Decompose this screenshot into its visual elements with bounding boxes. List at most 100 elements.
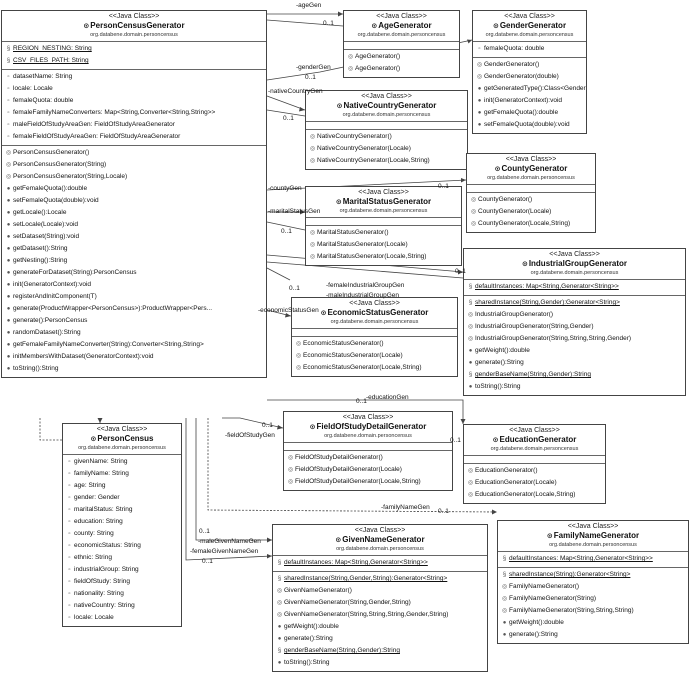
method-row[interactable]: ◎EconomicStatusGenerator(Locale) bbox=[292, 350, 457, 362]
field-row[interactable]: ▫industrialGroup: String bbox=[63, 564, 181, 576]
field-row[interactable]: §CSV_FILES_PATH: String bbox=[2, 55, 266, 67]
method-row[interactable]: ◎EconomicStatusGenerator(Locale,String) bbox=[292, 362, 457, 374]
method-row[interactable]: ●getWeight():double bbox=[273, 621, 487, 633]
method-row[interactable]: ◎NativeCountryGenerator() bbox=[306, 131, 467, 143]
method-row[interactable]: ◎GivenNameGenerator() bbox=[273, 585, 487, 597]
method-row[interactable]: ◎MaritalStatusGenerator() bbox=[306, 227, 461, 239]
method-row[interactable]: ◎PersonCensusGenerator(String,Locale) bbox=[2, 171, 266, 183]
field-row[interactable]: ▫age: String bbox=[63, 480, 181, 492]
method-row[interactable]: ●init(GeneratorContext):void bbox=[2, 279, 266, 291]
field-row[interactable]: ▫nativeCountry: String bbox=[63, 600, 181, 612]
method-row[interactable]: ●toString():String bbox=[2, 363, 266, 375]
method-row[interactable]: ◎NativeCountryGenerator(Locale,String) bbox=[306, 155, 467, 167]
field-row[interactable]: §REGION_NESTING: String bbox=[2, 43, 266, 55]
method-row[interactable]: ●generateForDataset(String):PersonCensus bbox=[2, 267, 266, 279]
method-row[interactable]: ●setFemaleQuota(double):void bbox=[2, 195, 266, 207]
method-row[interactable]: ◎EconomicStatusGenerator() bbox=[292, 338, 457, 350]
method-row[interactable]: §sharedInstance(String,Gender):Generator… bbox=[464, 297, 685, 309]
method-row[interactable]: §sharedInstance(String):Generator<String… bbox=[498, 569, 688, 581]
method-row[interactable]: ◎EducationGenerator(Locale) bbox=[464, 477, 605, 489]
method-row[interactable]: ◎FamilyNameGenerator() bbox=[498, 581, 688, 593]
method-row[interactable]: ◎IndustrialGroupGenerator(String,String,… bbox=[464, 333, 685, 345]
method-row[interactable]: ●generate(ProductWrapper<PersonCensus>):… bbox=[2, 303, 266, 315]
method-row[interactable]: ◎CountyGenerator(Locale) bbox=[467, 206, 595, 218]
field-row[interactable]: ▫education: String bbox=[63, 516, 181, 528]
method-row[interactable]: ●generate():PersonCensus bbox=[2, 315, 266, 327]
method-row[interactable]: ●initMembersWithDataset(GeneratorContext… bbox=[2, 351, 266, 363]
field-row[interactable]: ▫nationality: String bbox=[63, 588, 181, 600]
method-row[interactable]: ●setFemaleQuota(double):void bbox=[473, 119, 586, 131]
field-row[interactable]: ▫givenName: String bbox=[63, 456, 181, 468]
method-row[interactable]: §genderBaseName(String,Gender):String bbox=[464, 369, 685, 381]
method-row[interactable]: ◎PersonCensusGenerator(String) bbox=[2, 159, 266, 171]
method-row[interactable]: ◎IndustrialGroupGenerator() bbox=[464, 309, 685, 321]
method-row[interactable]: ●getFemaleQuota():double bbox=[2, 183, 266, 195]
method-row[interactable]: ◎AgeGenerator() bbox=[344, 63, 459, 75]
method-row[interactable]: ●setDataset(String):void bbox=[2, 231, 266, 243]
field-row[interactable]: ▫femaleQuota: double bbox=[473, 43, 586, 55]
field-row[interactable]: §defaultInstances: Map<String,Generator<… bbox=[498, 553, 688, 565]
method-row[interactable]: ●setLocale(Locale):void bbox=[2, 219, 266, 231]
method-row[interactable]: ●toString():String bbox=[464, 381, 685, 393]
method-row[interactable]: ◎FieldOfStudyDetailGenerator(Locale) bbox=[284, 464, 452, 476]
field-row[interactable]: ▫femaleQuota: double bbox=[2, 95, 266, 107]
method-row[interactable]: ◎GenderGenerator(double) bbox=[473, 71, 586, 83]
method-row[interactable]: ●getDataset():String bbox=[2, 243, 266, 255]
method-row[interactable]: ●init(GeneratorContext):void bbox=[473, 95, 586, 107]
method-row[interactable]: ●getWeight():double bbox=[498, 617, 688, 629]
field-row[interactable]: ▫maritalStatus: String bbox=[63, 504, 181, 516]
method-row[interactable]: ◎GivenNameGenerator(String,Gender,String… bbox=[273, 597, 487, 609]
field-row[interactable]: ▫familyName: String bbox=[63, 468, 181, 480]
field-row[interactable]: ▫femaleFieldOfStudyAreaGen: FieldOfStudy… bbox=[2, 131, 266, 143]
method-row[interactable]: ●registerAndInitComponent(T) bbox=[2, 291, 266, 303]
method-row[interactable]: ●toString():String bbox=[273, 657, 487, 669]
method-row[interactable]: ●generate():String bbox=[498, 629, 688, 641]
method-row[interactable]: ◎EducationGenerator() bbox=[464, 465, 605, 477]
field-row[interactable]: ▫economicStatus: String bbox=[63, 540, 181, 552]
method-row[interactable]: ◎PersonCensusGenerator() bbox=[2, 147, 266, 159]
method-row[interactable]: ◎MaritalStatusGenerator(Locale,String) bbox=[306, 251, 461, 263]
field-row[interactable]: ▫femaleFamilyNameConverters: Map<String,… bbox=[2, 107, 266, 119]
method-row[interactable]: ●getGeneratedType():Class<Gender> bbox=[473, 83, 586, 95]
method-row[interactable]: ◎CountyGenerator(Locale,String) bbox=[467, 218, 595, 230]
method-row[interactable]: ◎AgeGenerator() bbox=[344, 51, 459, 63]
method-row[interactable]: ◎FamilyNameGenerator(String,String,Strin… bbox=[498, 605, 688, 617]
method-row[interactable]: ●generate():String bbox=[464, 357, 685, 369]
field-row[interactable]: ▫ethnic: String bbox=[63, 552, 181, 564]
field-row[interactable]: ▫maleFieldOfStudyAreaGen: FieldOfStudyAr… bbox=[2, 119, 266, 131]
method-row[interactable]: ●randomDataset():String bbox=[2, 327, 266, 339]
class-fos[interactable]: <<Java Class>>⊙FieldOfStudyDetailGenerat… bbox=[283, 411, 453, 491]
method-row[interactable]: ◎FieldOfStudyDetailGenerator(Locale,Stri… bbox=[284, 476, 452, 488]
method-row[interactable]: ◎EducationGenerator(Locale,String) bbox=[464, 489, 605, 501]
method-row[interactable]: ◎FamilyNameGenerator(String) bbox=[498, 593, 688, 605]
field-row[interactable]: ▫fieldOfStudy: String bbox=[63, 576, 181, 588]
method-row[interactable]: ◎GivenNameGenerator(String,String,String… bbox=[273, 609, 487, 621]
field-row[interactable]: ▫county: String bbox=[63, 528, 181, 540]
method-row[interactable]: ◎MaritalStatusGenerator(Locale) bbox=[306, 239, 461, 251]
method-row[interactable]: ●getFemaleQuota():double bbox=[473, 107, 586, 119]
field-row[interactable]: ▫locale: Locale bbox=[63, 612, 181, 624]
method-row[interactable]: §sharedInstance(String,Gender,String):Ge… bbox=[273, 573, 487, 585]
field-row[interactable]: ▫locale: Locale bbox=[2, 83, 266, 95]
field-row[interactable]: §defaultInstances: Map<String,Generator<… bbox=[273, 557, 487, 569]
method-row[interactable]: §genderBaseName(String,Gender):String bbox=[273, 645, 487, 657]
method-row[interactable]: ◎GenderGenerator() bbox=[473, 59, 586, 71]
method-row[interactable]: ◎FieldOfStudyDetailGenerator() bbox=[284, 452, 452, 464]
method-row[interactable]: ●getFemaleFamilyNameConverter(String):Co… bbox=[2, 339, 266, 351]
method-row[interactable]: ●generate():String bbox=[273, 633, 487, 645]
method-row[interactable]: ◎CountyGenerator() bbox=[467, 194, 595, 206]
field-row[interactable]: ▫gender: Gender bbox=[63, 492, 181, 504]
method-row[interactable]: ●getLocale():Locale bbox=[2, 207, 266, 219]
method-row[interactable]: ◎NativeCountryGenerator(Locale) bbox=[306, 143, 467, 155]
